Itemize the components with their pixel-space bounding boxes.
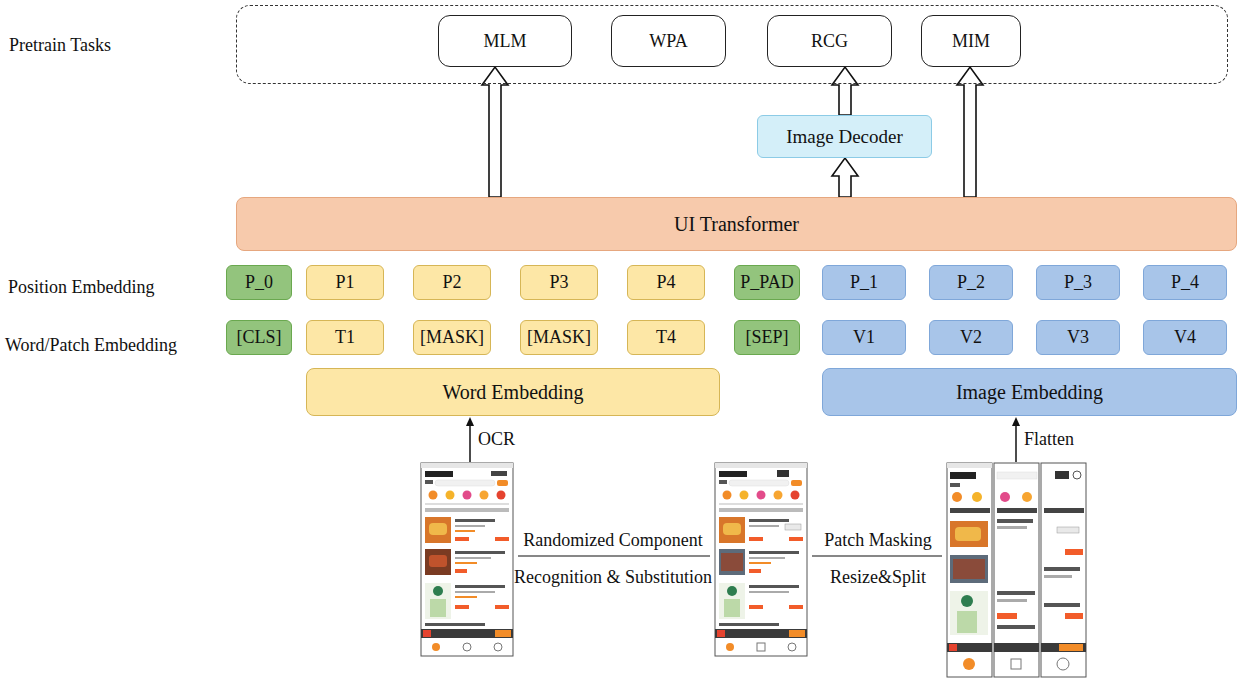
text-token: T4 (627, 320, 705, 355)
node-label: P_PAD (740, 272, 793, 293)
node-label: P3 (549, 272, 568, 293)
phone-screenshot (715, 463, 807, 656)
group-heading: Pretrain Tasks (9, 34, 111, 55)
block-arrow (832, 158, 858, 197)
patch-token: P_2 (929, 265, 1013, 300)
transformer-band: UI Transformer (236, 197, 1237, 251)
task-box: MLM (438, 15, 572, 67)
block-arrow (832, 67, 858, 115)
row-label: Word/Patch Embedding (5, 335, 177, 356)
special-token: P_PAD (734, 265, 800, 300)
node-label: T1 (335, 327, 355, 348)
step-line (518, 555, 710, 556)
node-label: Word Embedding (442, 381, 583, 404)
node-label: [MASK] (527, 327, 591, 348)
text-token: P4 (627, 265, 705, 300)
node-label: P_4 (1171, 272, 1199, 293)
special-token: [SEP] (734, 320, 800, 355)
node-label: [MASK] (420, 327, 484, 348)
text-token: P1 (306, 265, 384, 300)
node-label: V2 (960, 327, 982, 348)
node-label: V4 (1174, 327, 1196, 348)
patch-token: V4 (1143, 320, 1227, 355)
node-label: Image Embedding (956, 381, 1103, 404)
row-label: Position Embedding (8, 277, 155, 298)
flatten-arrow (1015, 421, 1017, 462)
patch-token: V1 (822, 320, 906, 355)
text-token: P2 (413, 265, 491, 300)
block-arrow (482, 67, 508, 197)
node-label: WPA (649, 31, 687, 52)
embedding-band: Word Embedding (306, 368, 720, 416)
decoder-box: Image Decoder (757, 115, 932, 158)
text-token: [MASK] (413, 320, 491, 355)
node-label: T4 (656, 327, 676, 348)
node-label: Image Decoder (786, 126, 903, 148)
task-group: Pretrain TasksMLMWPARCGMIM (236, 5, 1228, 84)
node-label: [SEP] (745, 327, 788, 348)
step-label: Resize&Split (803, 567, 953, 588)
node-label: V1 (853, 327, 875, 348)
node-label: [CLS] (237, 327, 282, 348)
task-box: MIM (921, 15, 1021, 67)
task-box: RCG (767, 15, 892, 67)
patch-token: P_3 (1036, 265, 1120, 300)
text-token: [MASK] (520, 320, 598, 355)
patch-token: V2 (929, 320, 1013, 355)
ocr-arrow (469, 421, 471, 462)
node-label: P1 (335, 272, 354, 293)
step-line (812, 555, 942, 556)
patch-token: P_1 (822, 265, 906, 300)
text-token: T1 (306, 320, 384, 355)
step-label: OCR (478, 429, 515, 450)
node-label: MIM (952, 31, 990, 52)
step-label: Patch Masking (803, 530, 953, 551)
block-arrow (957, 67, 983, 197)
node-label: V3 (1067, 327, 1089, 348)
node-label: P_3 (1064, 272, 1092, 293)
embedding-band: Image Embedding (822, 368, 1237, 416)
text-token: P3 (520, 265, 598, 300)
split-screenshot (947, 463, 1086, 677)
step-label: Randomized Component (503, 530, 723, 551)
node-label: RCG (811, 31, 848, 52)
step-label: Flatten (1024, 429, 1074, 450)
node-label: P_2 (957, 272, 985, 293)
special-token: [CLS] (226, 320, 292, 355)
special-token: P_0 (226, 265, 292, 300)
node-label: P4 (656, 272, 675, 293)
node-label: P_1 (850, 272, 878, 293)
task-box: WPA (611, 15, 726, 67)
step-label: Recognition & Substitution (493, 567, 733, 588)
node-label: P2 (442, 272, 461, 293)
node-label: P_0 (245, 272, 273, 293)
patch-token: V3 (1036, 320, 1120, 355)
patch-token: P_4 (1143, 265, 1227, 300)
node-label: UI Transformer (674, 213, 799, 236)
phone-screenshot (421, 463, 513, 656)
node-label: MLM (483, 31, 526, 52)
